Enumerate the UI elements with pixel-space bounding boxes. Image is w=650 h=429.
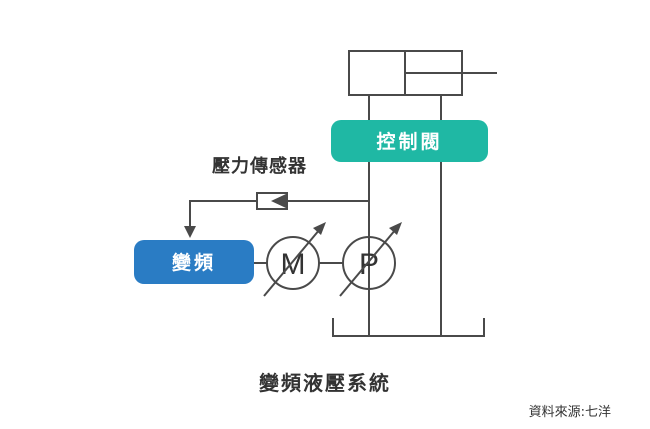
drive-line [254, 201, 370, 264]
motor-label: M [281, 248, 306, 281]
variable-pump: P [339, 222, 402, 297]
control-valve-box [331, 120, 488, 162]
pressure-sensor-label: 壓力傳感器 [212, 155, 307, 177]
variable-motor: M [263, 222, 326, 297]
arrow-down-icon [184, 226, 196, 238]
motor-adjust-arrow-icon [313, 222, 326, 235]
diagram-title: 變頻液壓系統 [259, 371, 391, 395]
oil-tank [332, 318, 485, 337]
inverter-label: 變頻 [172, 251, 216, 274]
inverter-box [134, 240, 254, 284]
sensor-arrow-icon [271, 194, 286, 208]
inverter: 變頻 [134, 240, 254, 284]
hydraulic-cylinder [348, 50, 497, 96]
control-valve-label: 控制閥 [376, 130, 442, 153]
pressure-sensor: 壓力傳感器 [184, 155, 369, 238]
pump-adjust-arrow-icon [389, 222, 402, 235]
control-valve: 控制閥 [331, 120, 488, 162]
source-note: 資料來源:七洋 [529, 405, 611, 420]
